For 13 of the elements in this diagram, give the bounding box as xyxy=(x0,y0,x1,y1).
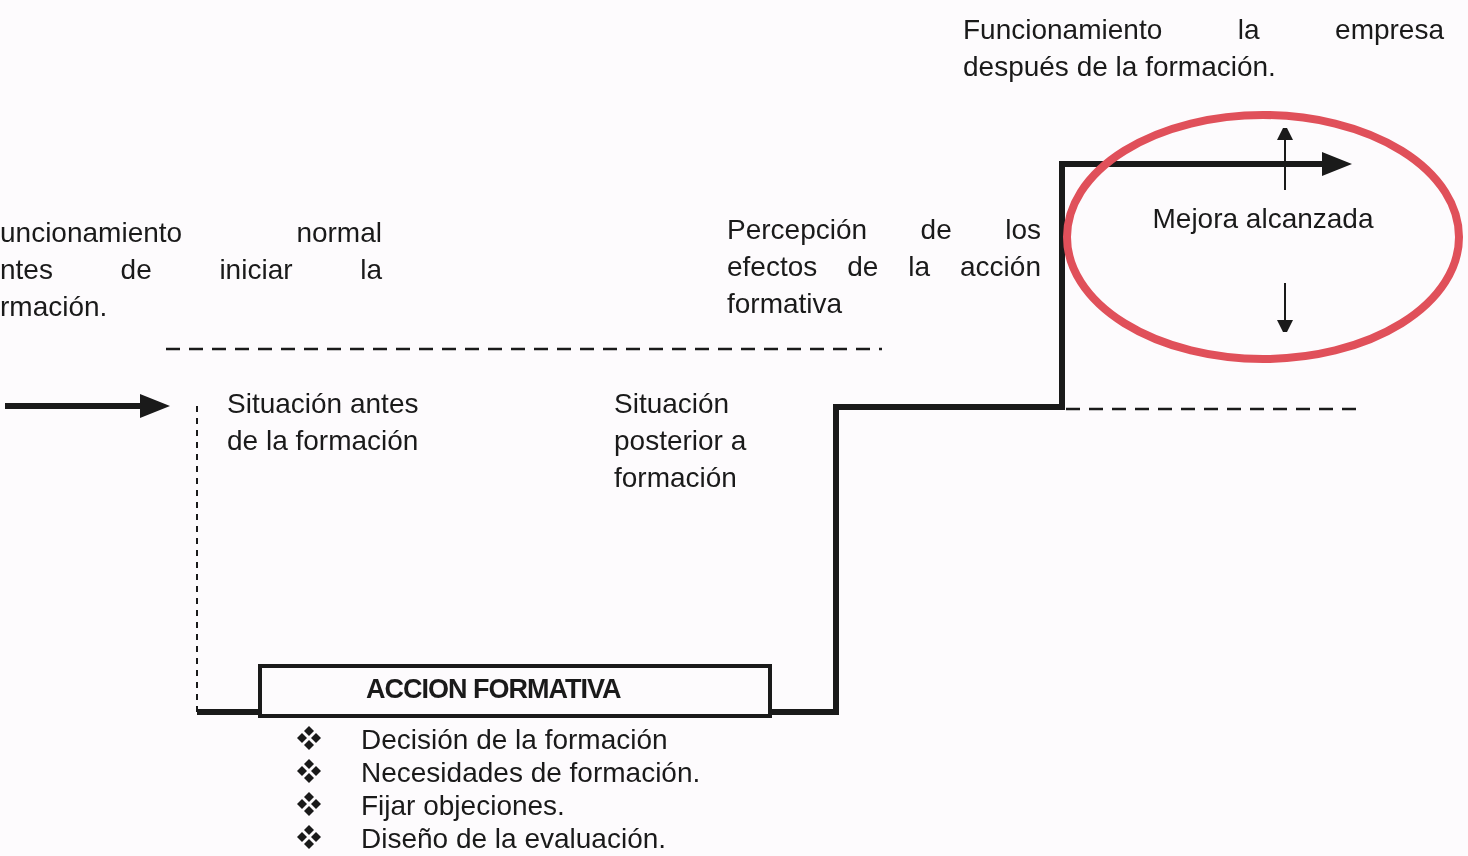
annotation-text: uncionamiento normal ntes de iniciar la rmación. xyxy=(0,216,382,324)
bullet-text: Diseño de la evaluación. xyxy=(361,822,667,856)
process-box xyxy=(258,664,772,718)
bullet-text: Necesidades de formación. xyxy=(361,756,701,790)
annotation-text: Percepción de los efectos de la acción formativa xyxy=(727,213,1041,321)
annotation-text: Situación antes de la formación xyxy=(227,387,420,458)
highlight-ellipse xyxy=(1062,110,1464,364)
bullet-text: Decisión de la formación xyxy=(361,723,668,757)
annotation-text: Funcionamiento la empresa después de la formación. xyxy=(963,13,1444,84)
ellipse-label: Mejora alcanzada xyxy=(1151,203,1375,235)
bullet-text: Fijar objeciones. xyxy=(361,789,565,823)
box-heading: ACCION FORMATIVA xyxy=(366,674,621,705)
annotation-text: Situación posterior a formación xyxy=(614,387,748,495)
